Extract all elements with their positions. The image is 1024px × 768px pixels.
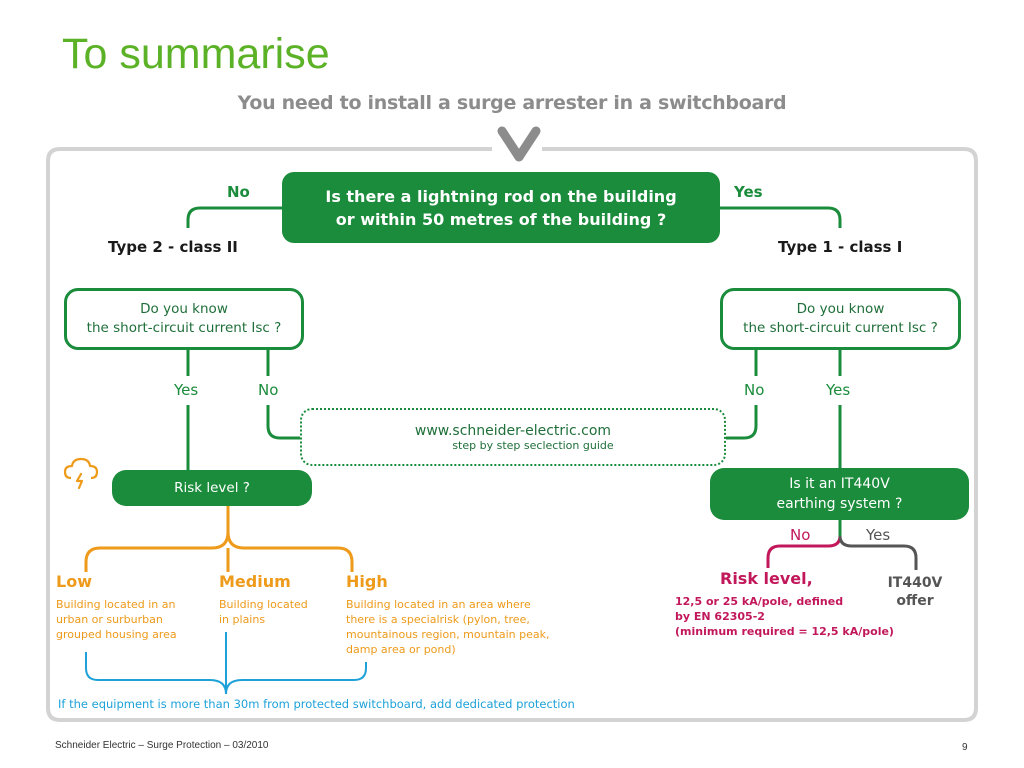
risk-desc-line: by EN 62305-2	[675, 610, 765, 623]
it440v-offer-line-2: offer	[896, 593, 934, 609]
medium-description: Building located in plains	[219, 597, 308, 627]
low-desc-line: Building located in an	[56, 598, 176, 611]
medium-desc-line: in plains	[219, 613, 266, 626]
low-description: Building located in an urban or surburba…	[56, 597, 177, 642]
it440-question-line-1: Is it an IT440V	[789, 476, 890, 492]
it-no-label: No	[790, 526, 811, 544]
left-isc-question: Do you know the short-circuit current Is…	[64, 288, 304, 350]
left-no-to-web	[266, 405, 300, 440]
risk-desc-line: (minimum required = 12,5 kA/pole)	[675, 625, 894, 638]
top-no-line	[186, 206, 282, 228]
top-yes-line	[720, 206, 842, 228]
website-link[interactable]: www.schneider-electric.com	[414, 422, 612, 439]
left-yes-label: Yes	[174, 381, 199, 399]
right-isc-question: Do you know the short-circuit current Is…	[720, 288, 961, 350]
website-subtitle: step by step seclection guide	[452, 438, 614, 452]
it-no-branch	[766, 535, 842, 568]
high-desc-line: Building located in an area where	[346, 598, 531, 611]
top-no-label: No	[227, 183, 250, 201]
high-desc-line: there is a specialrisk (pylon, tree,	[346, 613, 530, 626]
right-isc-question-line-2: the short-circuit current Isc ?	[743, 320, 938, 336]
type-2-label: Type 2 - class II	[108, 238, 238, 256]
risk-level-description: 12,5 or 25 kA/pole, defined by EN 62305-…	[675, 594, 894, 639]
blue-bracket-left	[85, 652, 227, 695]
right-no-to-web	[726, 405, 758, 440]
low-title: Low	[56, 572, 92, 591]
right-yes-label: Yes	[826, 381, 851, 399]
lightning-rod-question: Is there a lightning rod on the building…	[282, 172, 720, 243]
type-1-label: Type 1 - class I	[778, 238, 903, 256]
risk-branch-high	[226, 531, 354, 572]
it-yes-branch	[838, 535, 918, 570]
chevron-down-icon	[497, 126, 541, 162]
right-isc-question-line-1: Do you know	[796, 301, 885, 317]
high-desc-line: mountainous region, mountain peak,	[346, 628, 550, 641]
high-title: High	[346, 572, 388, 591]
left-no-label: No	[258, 381, 279, 399]
risk-level-title: Risk level,	[720, 569, 813, 588]
top-yes-label: Yes	[734, 183, 763, 201]
blue-bracket-right	[225, 662, 367, 695]
high-desc-line: damp area or pond)	[346, 643, 456, 656]
it440-question: Is it an IT440V earthing system ?	[710, 468, 969, 520]
it440-question-line-2: earthing system ?	[776, 496, 903, 512]
medium-title: Medium	[219, 572, 291, 591]
storm-cloud-icon	[63, 457, 99, 490]
outer-frame	[46, 147, 978, 722]
bottom-note: If the equipment is more than 30m from p…	[58, 697, 575, 711]
schneider-website-box: www.schneider-electric.com step by step …	[300, 408, 726, 466]
left-isc-question-line-2: the short-circuit current Isc ?	[86, 320, 282, 336]
right-no-label: No	[744, 381, 765, 399]
slide-subtitle: You need to install a surge arrester in …	[237, 92, 787, 114]
lightning-rod-question-line-1: Is there a lightning rod on the building	[325, 186, 677, 206]
risk-desc-line: 12,5 or 25 kA/pole, defined	[675, 595, 844, 608]
page-number: 9	[962, 742, 968, 753]
risk-level-question: Risk level ?	[112, 470, 312, 506]
medium-desc-line: Building located	[219, 598, 308, 611]
it440v-offer: IT440V offer	[880, 574, 950, 610]
risk-branch-low	[84, 531, 230, 572]
it-yes-label: Yes	[866, 526, 891, 544]
left-isc-question-line-1: Do you know	[140, 301, 228, 317]
high-description: Building located in an area where there …	[346, 597, 550, 657]
slide-title: To summarise	[62, 30, 330, 78]
footer-text: Schneider Electric – Surge Protection – …	[55, 740, 269, 751]
it440v-offer-line-1: IT440V	[887, 575, 943, 591]
low-desc-line: urban or surburban	[56, 613, 163, 626]
low-desc-line: grouped housing area	[56, 628, 177, 641]
lightning-rod-question-line-2: or within 50 metres of the building ?	[335, 209, 667, 229]
